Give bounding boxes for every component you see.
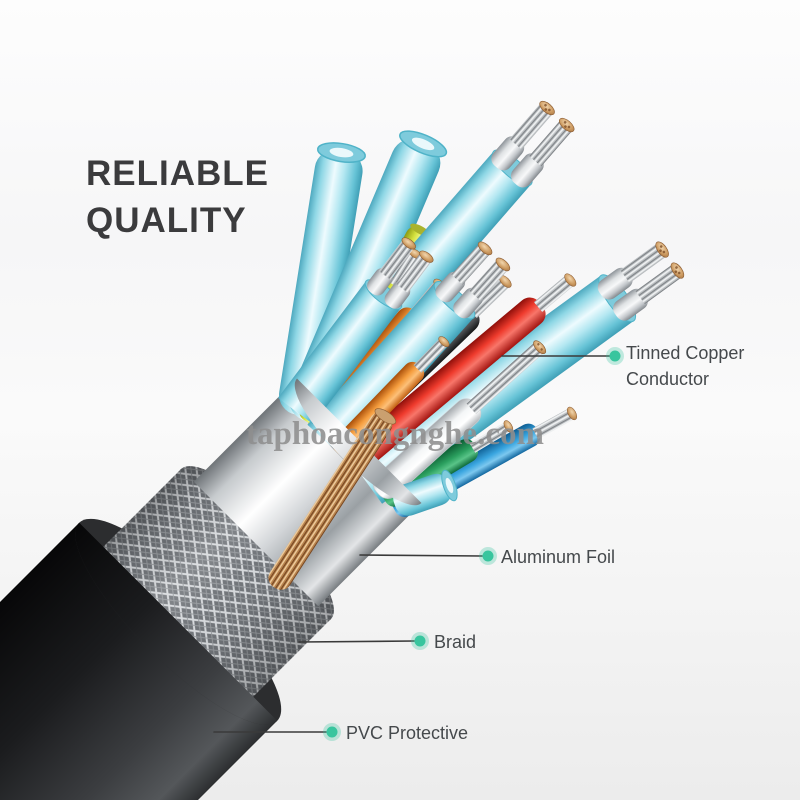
- twisted-pair-tube: [307, 241, 511, 460]
- wire-bundle: [278, 100, 685, 517]
- braid-rim: [178, 469, 331, 622]
- callout-dot: [482, 550, 494, 562]
- inner-wire: [384, 250, 434, 309]
- tinned-copper-tip: [477, 241, 493, 256]
- callout-dot: [609, 350, 621, 362]
- tinned-copper-tip: [495, 257, 511, 272]
- tinned-copper-tip: [559, 117, 575, 133]
- tinned-copper-tip: [539, 100, 555, 116]
- label-pvc-protective: PVC Protective: [346, 723, 469, 743]
- leader-line-braid: [298, 640, 415, 643]
- tinned-copper-tip: [655, 241, 669, 258]
- inner-wire: [453, 257, 511, 319]
- inner-wire: [435, 241, 493, 303]
- tinned-copper-tip: [566, 406, 577, 421]
- pvc-jacket-rim: [75, 522, 278, 725]
- page-title: RELIABLE QUALITY: [86, 150, 269, 244]
- inner-wire: [491, 100, 555, 171]
- label-line: Tinned Copper: [626, 343, 745, 363]
- tinned-copper-tip: [503, 420, 514, 433]
- tinned-copper-tip: [533, 340, 547, 355]
- twisted-pair-tube: [278, 237, 434, 425]
- callouts: [213, 347, 624, 741]
- callout-dot: [326, 726, 338, 738]
- cable-assembly: [0, 100, 685, 800]
- wire-red: [344, 273, 577, 472]
- label-line: Conductor: [626, 369, 710, 389]
- inner-wire: [613, 262, 685, 321]
- tinned-copper-tip: [419, 250, 434, 263]
- twisted-pair-tube: [279, 142, 366, 417]
- tinned-copper-tip: [401, 237, 416, 250]
- label-braid: Braid: [434, 632, 477, 652]
- title-line-2: QUALITY: [86, 201, 247, 240]
- tinned-copper-tip: [670, 262, 685, 279]
- label-tinned-copper-conductor: Tinned Copper Conductor: [626, 340, 744, 392]
- wire-white: [372, 340, 547, 499]
- tinned-copper-tip: [564, 273, 577, 287]
- leader-line-aluminum-foil: [359, 554, 483, 557]
- drain-wire: [268, 408, 397, 590]
- watermark: taphoacongnghe.com: [246, 416, 544, 452]
- twisted-pair-tube: [393, 469, 458, 516]
- tinned-copper-tip: [438, 336, 450, 348]
- inner-wire: [597, 241, 669, 300]
- callout-dot: [414, 635, 426, 647]
- label-aluminum-foil: Aluminum Foil: [501, 547, 616, 567]
- inner-wire: [367, 237, 416, 296]
- title-line-1: RELIABLE: [86, 154, 269, 193]
- inner-wire: [510, 117, 575, 188]
